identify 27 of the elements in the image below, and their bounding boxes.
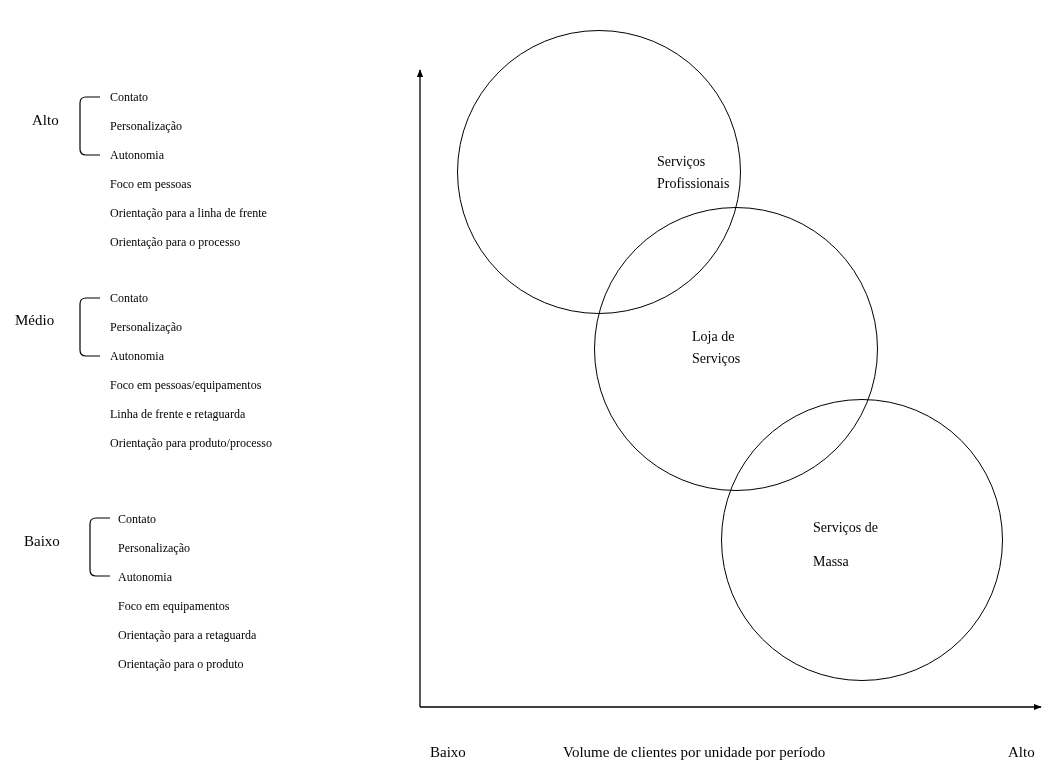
axis-label: Baixo xyxy=(430,743,466,761)
characteristic-text: Autonomia xyxy=(110,349,164,363)
circle-label: Loja de Serviços xyxy=(692,328,742,368)
characteristic-text: Autonomia xyxy=(118,570,172,584)
characteristic-text: Personalização xyxy=(110,320,182,334)
characteristic-text: Contato xyxy=(110,90,148,104)
axis-label: Alto xyxy=(1008,743,1035,761)
level-label: Alto xyxy=(32,111,59,129)
characteristic-text: Linha de frente e retaguarda xyxy=(110,407,246,421)
characteristic-text: Contato xyxy=(118,512,156,526)
circle-label: Serviços de Massa xyxy=(813,519,879,571)
level-label: Baixo xyxy=(24,532,60,550)
characteristic-text: Foco em pessoas/equipamentos xyxy=(110,378,262,392)
characteristic-text: Orientação para a retaguarda xyxy=(118,628,257,642)
characteristic-text: Personalização xyxy=(110,119,182,133)
characteristic-text: Personalização xyxy=(118,541,190,555)
characteristic-text: Foco em equipamentos xyxy=(118,599,230,613)
characteristic-text: Orientação para a linha de frente xyxy=(110,206,267,220)
characteristic-text: Orientação para produto/processo xyxy=(110,436,272,450)
characteristic-text: Orientação para o produto xyxy=(118,657,244,671)
axis-label: Volume de clientes por unidade por período xyxy=(563,743,826,761)
characteristic-text: Orientação para o processo xyxy=(110,235,241,249)
characteristic-text: Autonomia xyxy=(110,148,164,162)
characteristic-text: Foco em pessoas xyxy=(110,177,192,191)
characteristic-text: Contato xyxy=(110,291,148,305)
circle-label: Serviços Profissionais xyxy=(657,153,731,193)
level-label: Médio xyxy=(15,311,55,329)
